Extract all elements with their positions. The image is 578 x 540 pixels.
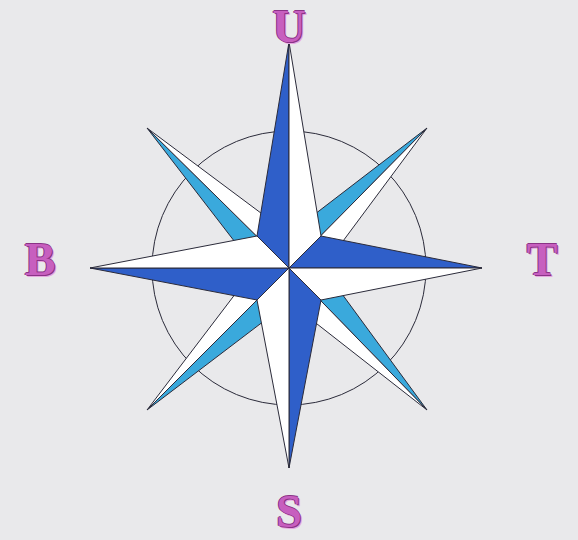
cardinal-point	[90, 268, 289, 300]
direction-letter: S	[276, 489, 302, 535]
direction-letter: B	[25, 237, 56, 283]
cardinal-point	[257, 42, 289, 268]
direction-letter: T	[527, 237, 558, 283]
cardinal-point	[289, 268, 321, 468]
cardinal-point	[289, 268, 482, 300]
cardinal-point	[289, 42, 321, 268]
direction-letter: U	[272, 4, 305, 50]
cardinal-point	[257, 268, 289, 468]
cardinal-point	[90, 236, 289, 268]
cardinal-point	[289, 236, 482, 268]
